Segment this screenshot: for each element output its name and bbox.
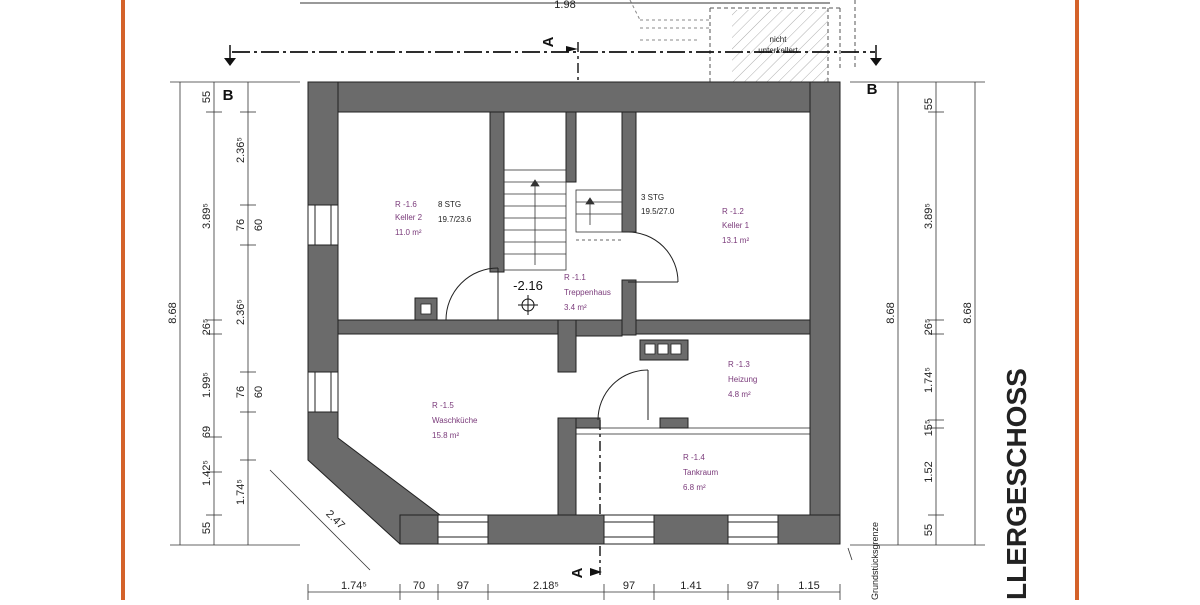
dim-left-mid-6: 55 [201, 522, 213, 534]
dim-left-inner-1: 76 [235, 219, 247, 231]
svg-text:Tankraum: Tankraum [683, 468, 718, 477]
svg-text:15.8 m²: 15.8 m² [432, 431, 459, 440]
dim-lines-right [850, 81, 985, 546]
dim-right-mid-1: 3.89⁵ [923, 203, 935, 229]
dim-diagonal-line [269, 469, 371, 571]
svg-text:R -1.4: R -1.4 [683, 453, 705, 462]
dim-bottom-4: 97 [623, 580, 635, 592]
stair-steps-1: 8 STG [438, 200, 461, 209]
room-label-r12: R -1.2 Keller 1 13.1 m² [722, 207, 750, 245]
svg-text:Treppenhaus: Treppenhaus [564, 288, 611, 297]
svg-text:R -1.6: R -1.6 [395, 200, 417, 209]
svg-text:13.1 m²: 13.1 m² [722, 236, 749, 245]
sheet-title: LLERGESCHOSS [1001, 368, 1032, 600]
dim-right-mid-0: 55 [923, 98, 935, 110]
dim-left-mid-5: 1.42⁵ [201, 460, 213, 486]
svg-text:11.0 m²: 11.0 m² [395, 228, 422, 237]
stair-flight [503, 169, 623, 271]
dim-left-inner-0: 2.36⁵ [235, 137, 247, 163]
svg-text:R -1.2: R -1.2 [722, 207, 744, 216]
svg-text:R -1.1: R -1.1 [564, 273, 586, 282]
dim-left-inner-6: 1.74⁵ [235, 479, 247, 505]
chimney-flues [420, 303, 682, 355]
dim-left-outer: 8.68 [167, 302, 179, 323]
dim-left-mid-2: 26⁵ [201, 319, 213, 336]
dim-lines-left [170, 81, 300, 546]
section-a-label-bottom: A [569, 567, 586, 578]
interior-walls [337, 111, 811, 516]
dim-bottom-7: 1.15 [798, 580, 819, 592]
svg-text:4.8 m²: 4.8 m² [728, 390, 751, 399]
dim-lines-bottom [307, 584, 841, 600]
dim-left-mid-0: 55 [201, 91, 213, 103]
dim-left-mid-1: 3.89⁵ [201, 203, 213, 229]
dim-right-outer: 8.68 [962, 302, 974, 323]
section-a-label-top: A [540, 36, 557, 47]
note-not-basement-1: nicht [770, 35, 788, 44]
stair-ratio-1: 19.7/23.6 [438, 215, 472, 224]
section-b-label-right: B [867, 81, 878, 98]
svg-text:6.8 m²: 6.8 m² [683, 483, 706, 492]
door-swings [445, 231, 810, 435]
level-marker [518, 295, 538, 315]
dim-left-mid-3: 1.99⁵ [201, 372, 213, 398]
svg-text:Heizung: Heizung [728, 375, 757, 384]
room-label-r14: R -1.4 Tankraum 6.8 m² [683, 453, 718, 492]
dim-right-mid-5: 1.52 [923, 461, 935, 482]
room-label-r13: R -1.3 Heizung 4.8 m² [728, 360, 757, 399]
windows [307, 204, 779, 545]
note-not-basement-2: unterkellert [758, 46, 798, 55]
section-b-label-left: B [223, 87, 234, 104]
svg-text:Keller 1: Keller 1 [722, 221, 750, 230]
dim-left-inner-4: 76 [235, 386, 247, 398]
dim-right-mid-3: 1.74⁵ [923, 367, 935, 393]
outer-walls [307, 81, 841, 545]
stair-steps-2: 3 STG [641, 193, 664, 202]
dim-bottom-1: 70 [413, 580, 425, 592]
dim-bottom-6: 97 [747, 580, 759, 592]
svg-text:3.4 m²: 3.4 m² [564, 303, 587, 312]
dim-bottom-3: 2.18⁵ [533, 580, 559, 592]
dim-bottom-0: 1.74⁵ [341, 580, 367, 592]
dim-right-inner: 8.68 [885, 302, 897, 323]
dim-diagonal: 2.47 [323, 508, 347, 532]
room-label-r15: R -1.5 Waschküche 15.8 m² [432, 401, 478, 440]
dim-right-mid-2: 26⁵ [923, 319, 935, 336]
dim-left-inner-5: 60 [253, 386, 265, 398]
dim-left-inner-2: 60 [253, 219, 265, 231]
svg-text:R -1.3: R -1.3 [728, 360, 750, 369]
svg-text:Keller 2: Keller 2 [395, 213, 423, 222]
dim-left-inner-3: 2.36⁵ [235, 299, 247, 325]
section-line-b [224, 45, 882, 66]
room-label-r16: R -1.6 Keller 2 11.0 m² [395, 200, 423, 237]
dim-top-partial: 1.98 [554, 0, 575, 11]
annex-not-basement [629, 0, 856, 82]
dim-bottom-2: 97 [457, 580, 469, 592]
dim-bottom-5: 1.41 [680, 580, 701, 592]
level-label: -2.16 [513, 278, 543, 293]
boundary-note: Grundstücksgrenze [870, 522, 880, 600]
dim-right-mid-6: 55 [923, 524, 935, 536]
stair-ratio-2: 19.5/27.0 [641, 207, 675, 216]
dim-left-mid-4: 69 [201, 426, 213, 438]
room-label-r11: R -1.1 Treppenhaus 3.4 m² [564, 273, 611, 312]
svg-text:Waschküche: Waschküche [432, 416, 478, 425]
dim-right-mid-4: 15⁵ [923, 420, 935, 437]
svg-text:R -1.5: R -1.5 [432, 401, 454, 410]
